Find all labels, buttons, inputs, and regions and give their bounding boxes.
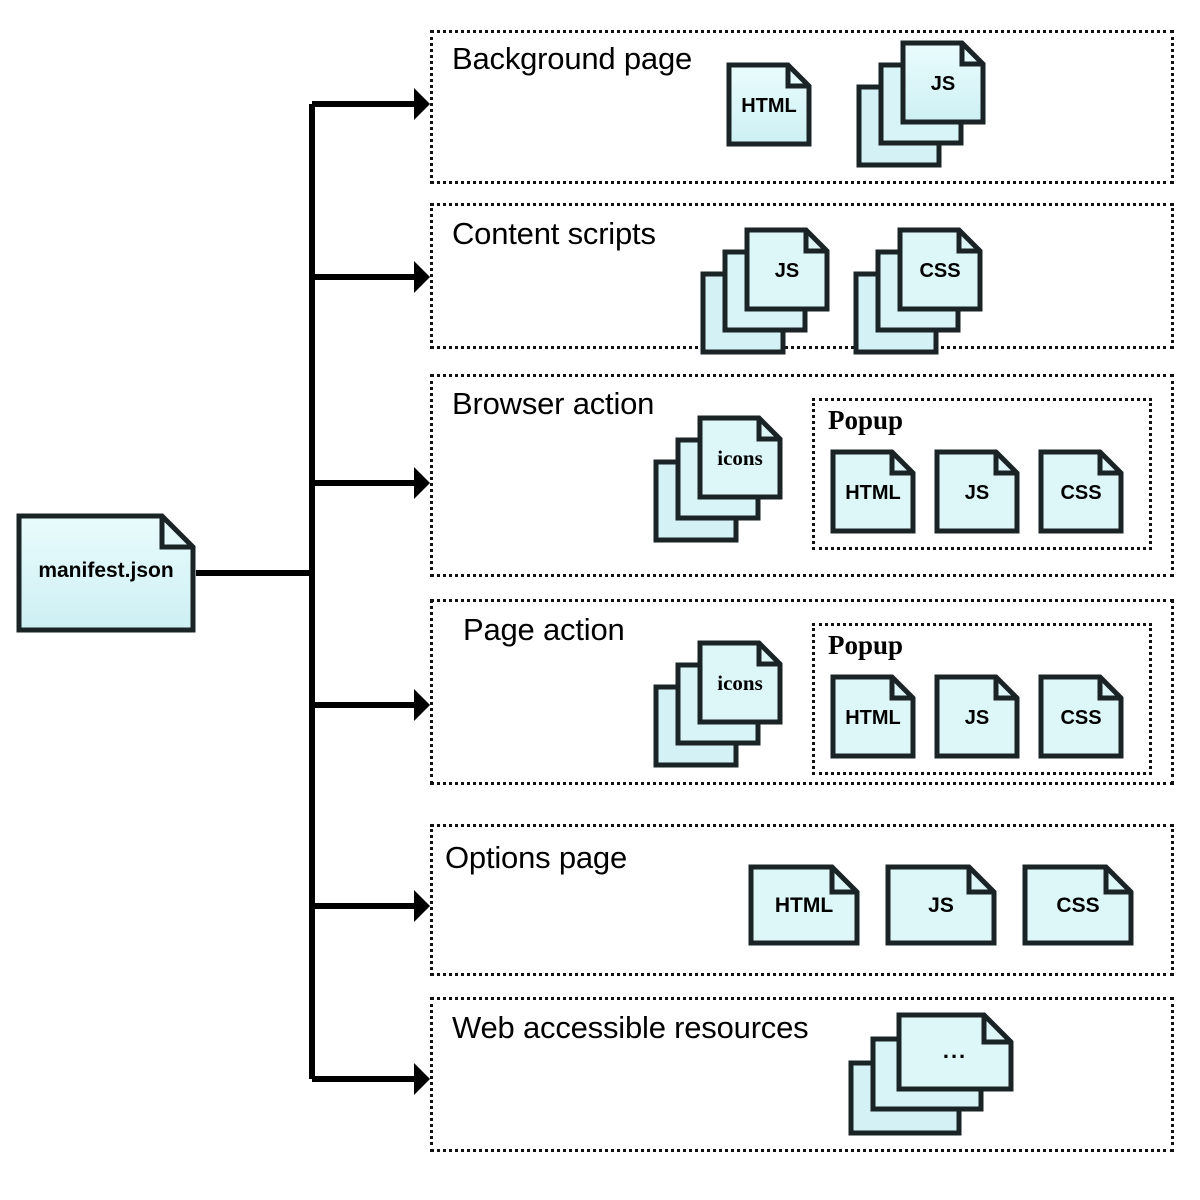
doc-stack-js-content[interactable]: JS bbox=[700, 227, 830, 355]
section-title-background-page: Background page bbox=[452, 41, 693, 76]
stack-sheet-front: icons bbox=[697, 640, 783, 725]
section-browser-action[interactable] bbox=[430, 374, 1174, 577]
section-page-action[interactable] bbox=[430, 599, 1174, 785]
doc-css-popup-page[interactable]: CSS bbox=[1038, 674, 1124, 759]
doc-stack-icons-browser[interactable]: icons bbox=[653, 415, 783, 543]
doc-html-popup-page[interactable]: HTML bbox=[830, 674, 916, 759]
doc-html-popup-browser[interactable]: HTML bbox=[830, 449, 916, 534]
doc-js-popup-page[interactable]: JS bbox=[934, 674, 1020, 759]
doc-html[interactable]: HTML bbox=[726, 62, 812, 147]
stack-sheet-front: JS bbox=[744, 227, 830, 312]
arrowheads bbox=[414, 88, 430, 1095]
doc-stack-css-content[interactable]: CSS bbox=[853, 227, 983, 355]
stack-sheet-front: icons bbox=[697, 415, 783, 500]
doc-css-popup-browser[interactable]: CSS bbox=[1038, 449, 1124, 534]
section-title-web-accessible-resources: Web accessible resources bbox=[452, 1010, 809, 1045]
manifest-json-node[interactable]: manifest.json bbox=[16, 513, 196, 633]
doc-html-options[interactable]: HTML bbox=[748, 864, 860, 946]
doc-js-popup-browser[interactable]: JS bbox=[934, 449, 1020, 534]
doc-js-options[interactable]: JS bbox=[885, 864, 997, 946]
section-title-page-action: Page action bbox=[463, 612, 625, 647]
doc-stack-js[interactable]: JS bbox=[856, 40, 986, 168]
popup-box-browser-action[interactable] bbox=[812, 398, 1152, 550]
stack-sheet-front: CSS bbox=[897, 227, 983, 312]
doc-stack-web-resources[interactable]: ... bbox=[848, 1012, 1018, 1136]
section-background-page[interactable] bbox=[430, 30, 1174, 184]
doc-stack-icons-page[interactable]: icons bbox=[653, 640, 783, 768]
section-web-accessible-resources[interactable] bbox=[430, 997, 1174, 1152]
section-options-page[interactable] bbox=[430, 824, 1174, 976]
popup-box-page-action[interactable] bbox=[812, 623, 1152, 775]
section-title-content-scripts: Content scripts bbox=[452, 216, 656, 251]
section-title-browser-action: Browser action bbox=[452, 386, 655, 421]
popup-title-browser-action: Popup bbox=[828, 405, 904, 435]
stack-sheet-front: ... bbox=[896, 1012, 1014, 1092]
stack-sheet-front: JS bbox=[900, 40, 986, 125]
popup-title-page-action: Popup bbox=[828, 630, 904, 660]
doc-css-options[interactable]: CSS bbox=[1022, 864, 1134, 946]
section-content-scripts[interactable] bbox=[430, 203, 1174, 349]
section-title-options-page: Options page bbox=[445, 840, 628, 875]
